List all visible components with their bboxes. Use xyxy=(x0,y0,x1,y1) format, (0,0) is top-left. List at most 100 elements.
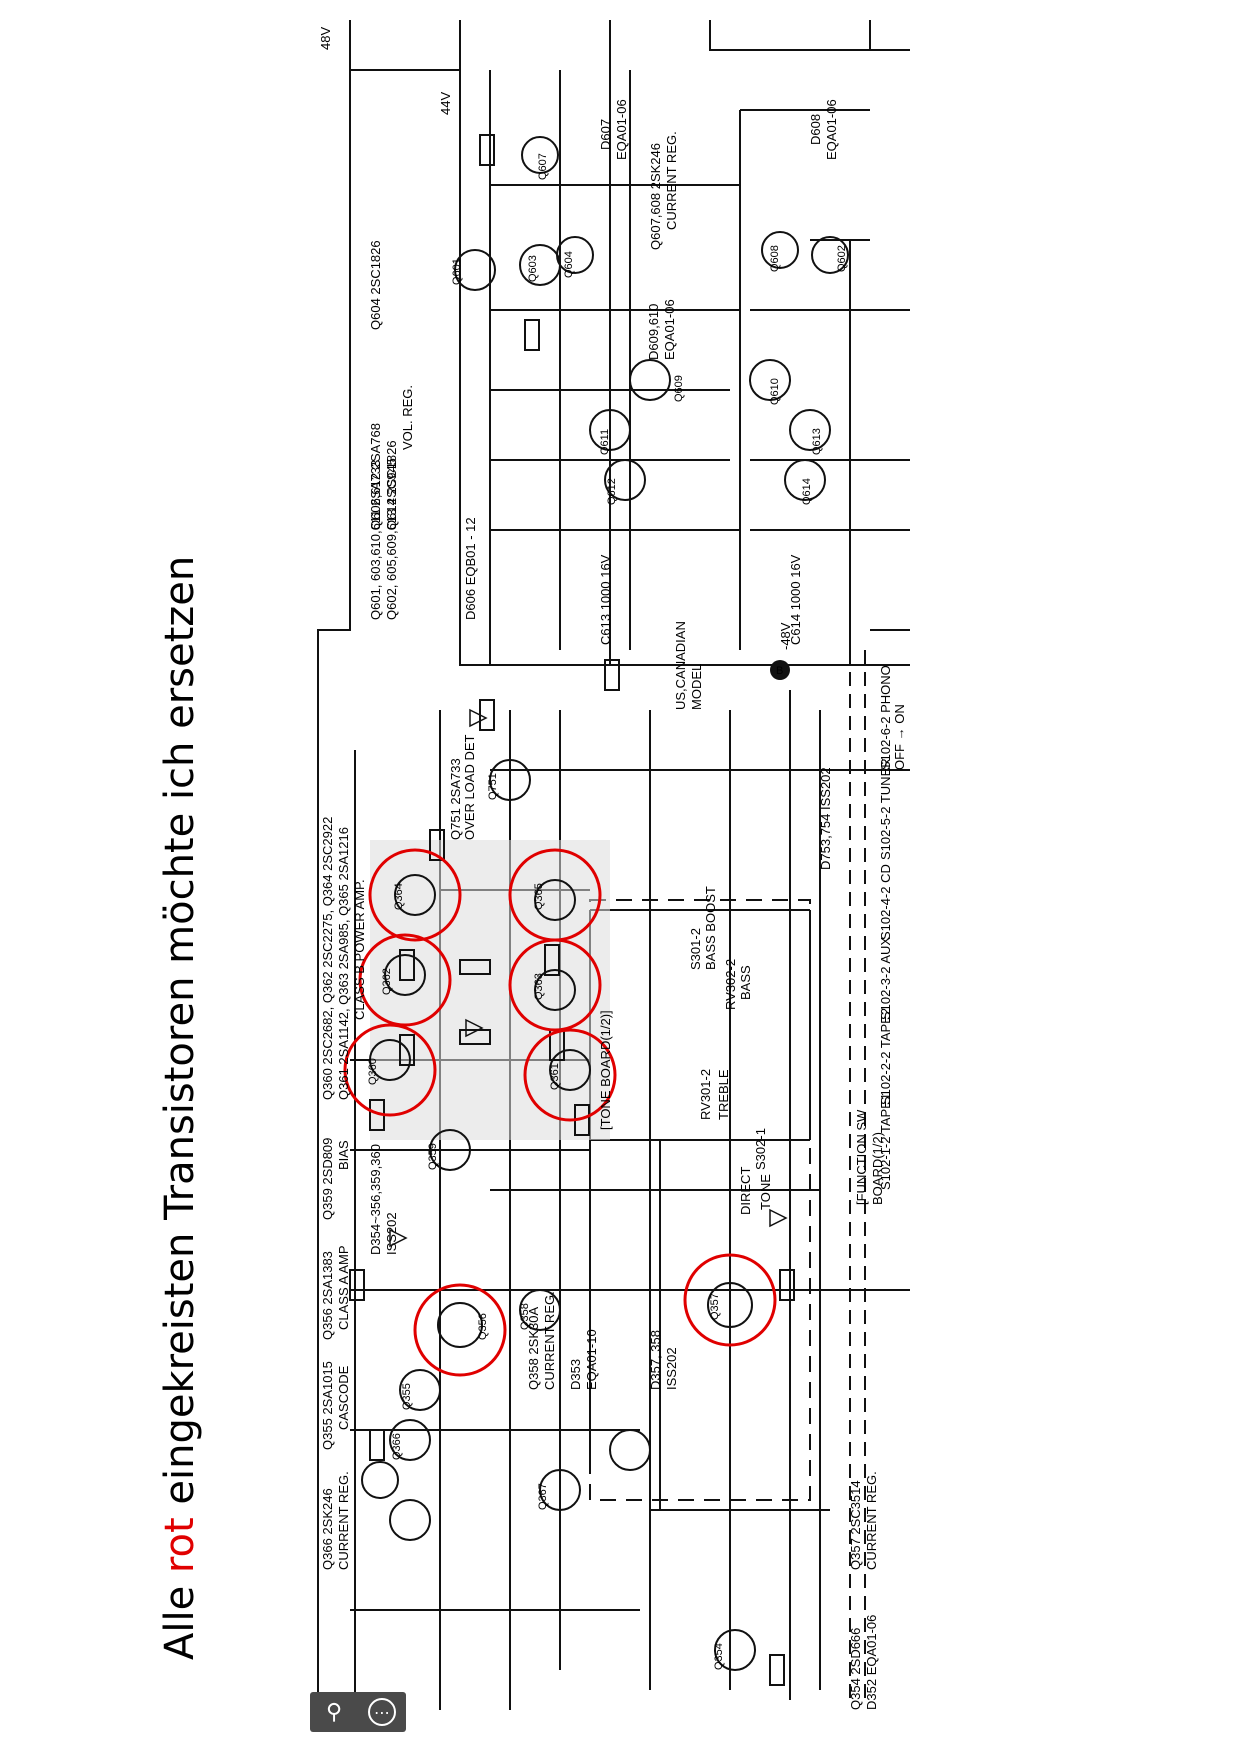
legend-usmodel: US,CANADIAN xyxy=(673,621,688,710)
red-circle-q365 xyxy=(508,848,602,942)
legend-d357: D357, 358 xyxy=(648,1330,663,1390)
legend-volreg: VOL. REG. xyxy=(400,385,415,450)
label-q603: Q603 xyxy=(527,255,539,282)
label-q355: Q355 xyxy=(401,1383,413,1410)
legend-aux: S102-3-2 AUX xyxy=(878,937,893,1020)
legend-treble: TREBLE xyxy=(716,1069,731,1120)
legend-s302: S302-1 xyxy=(753,1128,768,1170)
legend-d609t: EQA01-06 xyxy=(662,299,677,360)
legend-rv301: RV301-2 xyxy=(698,1069,713,1120)
label-q602: Q602 xyxy=(836,245,848,272)
legend-q356: Q356 2SA1383 xyxy=(320,1251,335,1340)
label-q366: Q366 xyxy=(391,1433,403,1460)
legend-d353t: EQA01-10 xyxy=(584,1329,599,1390)
caption-after: eingekreisten Transistoren möchte ich er… xyxy=(157,555,203,1518)
legend-funcsw: [FUNCTION SW xyxy=(854,1109,869,1205)
schematic-image: Q360 Q362 Q364 Q361 Q363 Q365 Q356 Q357 … xyxy=(310,10,990,1730)
label-q365: Q365 xyxy=(533,883,545,910)
red-circle-q360 xyxy=(343,1023,437,1117)
legend-d357t: ISS202 xyxy=(664,1347,679,1390)
legend-q601: Q601, 603,610,611 2SA733 xyxy=(368,460,383,620)
legend-v48b: -48V xyxy=(778,622,793,650)
label-q614: Q614 xyxy=(801,478,813,505)
red-circle-q356 xyxy=(413,1283,507,1377)
label-q613: Q613 xyxy=(811,428,823,455)
legend-cd: S102-4-2 CD xyxy=(878,864,893,940)
red-circle-q364 xyxy=(368,848,462,942)
legend-q614: Q614 2SC1826 xyxy=(384,440,399,530)
caption-highlight: rot xyxy=(157,1517,203,1574)
label-q367: Q367 xyxy=(537,1483,549,1510)
caption: Alle rot eingekreisten Transistoren möch… xyxy=(150,556,210,1660)
legend-c613: C613 1000 16V xyxy=(598,554,613,645)
legend-c614: C614 1000 16V xyxy=(788,554,803,645)
label-q356: Q356 xyxy=(477,1313,489,1340)
legend-d353: D353 xyxy=(568,1359,583,1390)
label-q360: Q360 xyxy=(367,1058,379,1085)
legend-bassboost: BASS BOOST xyxy=(703,886,718,970)
legend-tuner: S102-5-2 TUNER xyxy=(878,758,893,860)
legend-classb: CLASS B POWER AMP. xyxy=(352,879,367,1020)
legend-v44: 44V xyxy=(438,92,453,115)
label-q359: Q359 xyxy=(427,1143,439,1170)
label-q363: Q363 xyxy=(533,973,545,1000)
schematic-svg: Q360 Q362 Q364 Q361 Q363 Q365 Q356 Q357 … xyxy=(310,10,990,1730)
legend-q607: Q607,608 2SK246 xyxy=(648,143,663,250)
legend-q602: Q602, 605,609,613 2SC945 xyxy=(384,458,399,620)
legend-phono: S102-6-2 PHONO xyxy=(878,665,893,770)
legend-bass: BASS xyxy=(738,965,753,1000)
legend-d608t: EQA01-06 xyxy=(824,99,839,160)
legend-classa: CLASS A AMP xyxy=(336,1245,351,1330)
label-q357: Q357 xyxy=(709,1293,721,1320)
legend-bias: BIAS xyxy=(336,1140,351,1170)
legend-toneboard: [TONE BOARD(1/2)] xyxy=(598,1010,613,1130)
label-q612: Q612 xyxy=(606,478,618,505)
legend-q366t: CURRENT REG. xyxy=(336,1471,351,1570)
label-q611: Q611 xyxy=(599,429,611,455)
legend-d607t: EQA01-06 xyxy=(614,99,629,160)
legend-d606: D606 EQB01 - 12 xyxy=(463,517,478,620)
legend-tone: TONE xyxy=(758,1174,773,1210)
legend-q361: Q361 2SA1142, Q363 2SA985, Q365 2SA1216 xyxy=(336,827,351,1100)
legend-q355: Q355 2SA1015 xyxy=(320,1361,335,1450)
legend-q366: Q366 2SK246 xyxy=(320,1488,335,1570)
more-options-icon[interactable]: ⋯ xyxy=(368,1698,396,1726)
label-q601: Q601 xyxy=(451,258,463,285)
legend-tape2: S102-2-2 TAPE2 xyxy=(878,1008,893,1105)
image-viewer-toolbar: ⚲ ⋯ xyxy=(310,1692,406,1732)
label-q607: Q607 xyxy=(537,153,549,180)
legend-currentreg: CURRENT REG. xyxy=(664,131,679,230)
legend-iss202: ISS202 xyxy=(384,1212,399,1255)
red-circle-q357 xyxy=(683,1253,777,1347)
label-q609: Q609 xyxy=(673,375,685,402)
red-circle-q361 xyxy=(523,1028,617,1122)
legend-d352: D352 EQA01-06 xyxy=(864,1615,879,1710)
red-circle-q362 xyxy=(358,933,452,1027)
legend-funcsw2: BOARD(1/2) xyxy=(870,1132,885,1205)
legend-s301: S301-2 xyxy=(688,928,703,970)
red-circle-group xyxy=(343,848,777,1377)
legend-d607: D607 xyxy=(598,119,613,150)
legend-usmodel2: MODEL xyxy=(689,664,704,710)
legend-q358: Q358 2SK30A xyxy=(526,1307,541,1390)
legend-q357t: CURRENT REG. xyxy=(864,1471,879,1570)
label-q364: Q364 xyxy=(393,883,405,910)
zoom-icon[interactable]: ⚲ xyxy=(325,1699,343,1725)
label-q358: Q358 xyxy=(519,1303,531,1330)
legend-q751: Q751 2SA733 xyxy=(448,758,463,840)
label-q751: Q751 xyxy=(487,773,499,800)
legend-q604: Q604 2SC1826 xyxy=(368,240,383,330)
label-q610: Q610 xyxy=(769,378,781,405)
legend-q606: Q606,612 2SA768 xyxy=(368,423,383,530)
label-q604: Q604 xyxy=(563,251,575,278)
legend-q360: Q360 2SC2682, Q362 2SC2275, Q364 2SC2922 xyxy=(320,817,335,1100)
legend-d609: D609,610 xyxy=(646,304,661,360)
label-q608: Q608 xyxy=(769,245,781,272)
legend-direct: DIRECT xyxy=(738,1167,753,1215)
legend-offon: OFF → ON xyxy=(892,704,907,770)
legend-rv302: RV302-2 xyxy=(723,959,738,1010)
label-q354: Q354 xyxy=(713,1643,725,1670)
legend-cascode: CASCODE xyxy=(336,1365,351,1430)
legend-tape1: S102-1-2 TAPE1 xyxy=(878,1093,893,1190)
legend-q357: Q357 2SC3514 xyxy=(848,1480,863,1570)
